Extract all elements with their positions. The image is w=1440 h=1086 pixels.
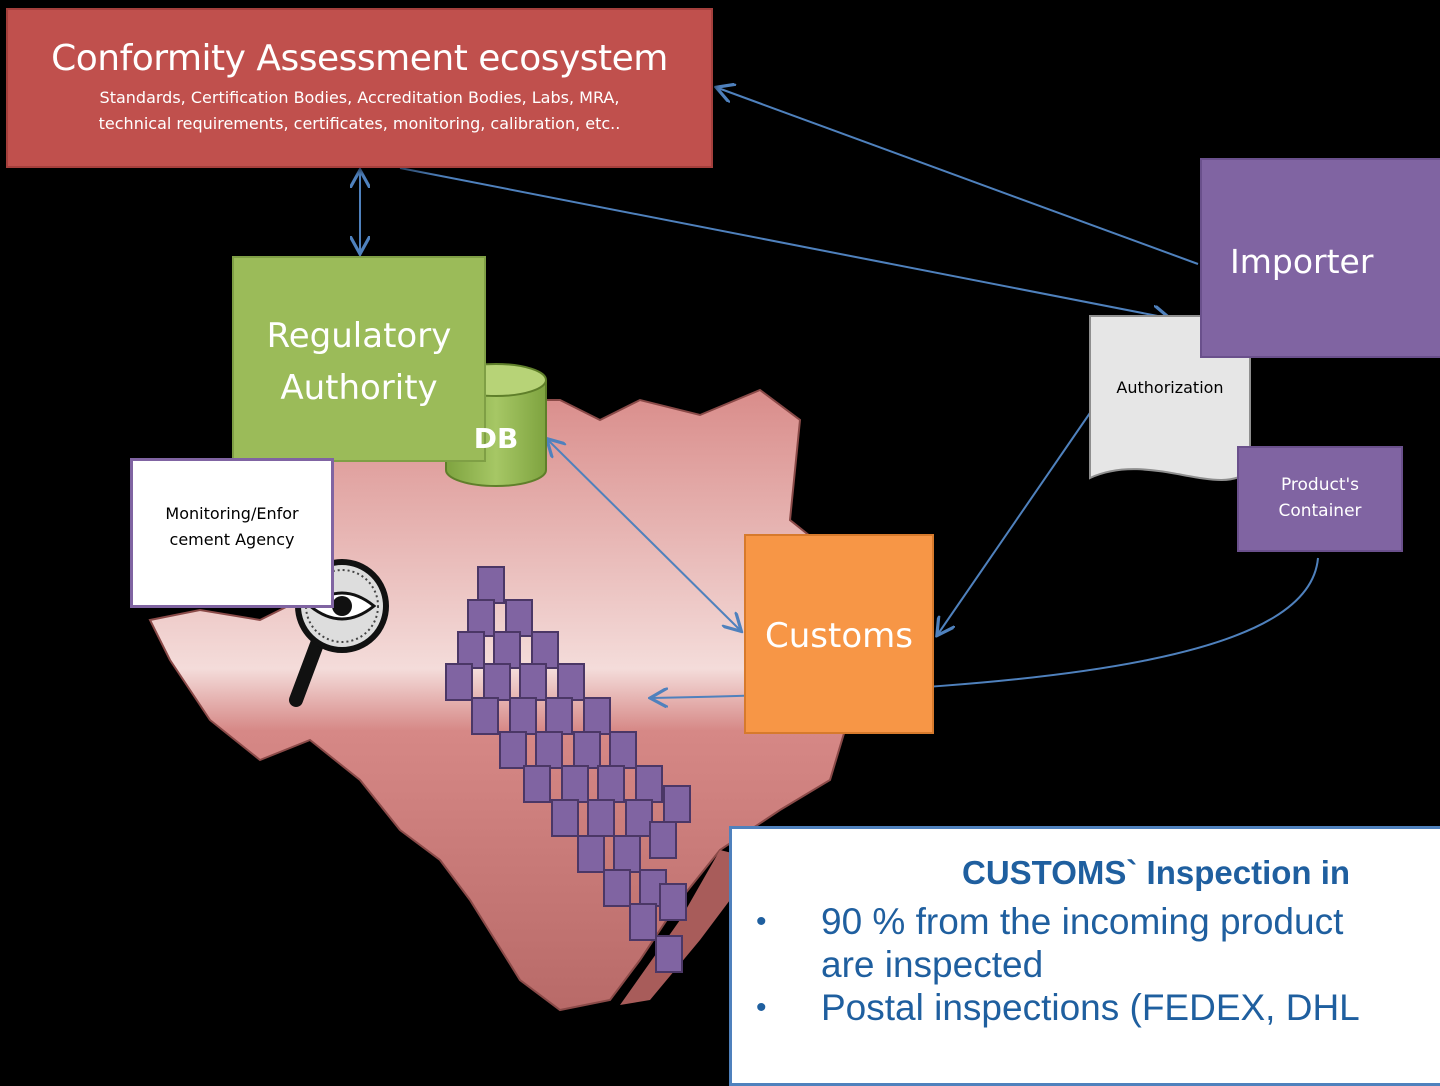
customs-inspection-info-box: CUSTOMS` Inspection in • 90 % from the in…: [729, 826, 1440, 1086]
authorization-label: Authorization: [1116, 378, 1224, 397]
regulatory-line2: Authority: [280, 368, 438, 408]
product-container-line1: Product's: [1280, 475, 1360, 495]
conformity-assessment-box: Conformity Assessment ecosystem Standard…: [6, 8, 713, 168]
bullet-icon: •: [756, 991, 767, 1024]
monitoring-line2: cement Agency: [169, 530, 295, 549]
product-container-line2: Container: [1278, 501, 1362, 521]
arrow-db-customs: [548, 440, 740, 630]
conformity-subtitle: Standards, Certification Bodies, Accredi…: [8, 85, 711, 137]
regulatory-label: Regulatory Authority: [234, 310, 484, 414]
info-bullet-1-line2: are inspected: [821, 944, 1044, 985]
conformity-subtitle-line2: technical requirements, certificates, mo…: [98, 114, 621, 133]
monitoring-agency-box: Monitoring/Enfor cement Agency: [130, 458, 334, 608]
info-bullet-1: • 90 % from the incoming product: [732, 900, 1440, 943]
conformity-title: Conformity Assessment ecosystem: [51, 38, 668, 79]
product-container-box: Product's Container: [1237, 446, 1403, 552]
regulatory-authority-box: Regulatory Authority: [232, 256, 486, 462]
customs-box: Customs: [744, 534, 934, 734]
product-container-label: Product's Container: [1239, 472, 1401, 524]
monitoring-label: Monitoring/Enfor cement Agency: [133, 501, 331, 553]
info-title: CUSTOMS` Inspection in: [962, 854, 1351, 891]
db-label: DB: [473, 422, 519, 455]
customs-label: Customs: [765, 616, 913, 656]
regulatory-line1: Regulatory: [266, 316, 452, 356]
container-boxes: [445, 566, 691, 973]
info-bullet-2-line1: Postal inspections (FEDEX, DHL: [821, 987, 1360, 1028]
bullet-icon: •: [756, 905, 767, 938]
info-bullet-1-line1: 90 % from the incoming product: [821, 901, 1344, 942]
conformity-subtitle-line1: Standards, Certification Bodies, Accredi…: [99, 88, 620, 107]
arrow-authorization-customs: [938, 409, 1093, 634]
importer-box: Importer: [1200, 158, 1440, 358]
arrow-ca-authorization: [399, 167, 1168, 318]
diagram-canvas: Conformity Assessment ecosystem Standard…: [6, 8, 1440, 1086]
importer-label: Importer: [1230, 242, 1374, 281]
info-bullet-1-cont: are inspected: [732, 943, 1440, 986]
info-bullet-2: • Postal inspections (FEDEX, DHL: [732, 986, 1440, 1029]
info-bullet-list: • 90 % from the incoming product are insp…: [732, 900, 1440, 1029]
monitoring-line1: Monitoring/Enfor: [165, 504, 299, 523]
arrow-importer-ca: [718, 88, 1199, 265]
